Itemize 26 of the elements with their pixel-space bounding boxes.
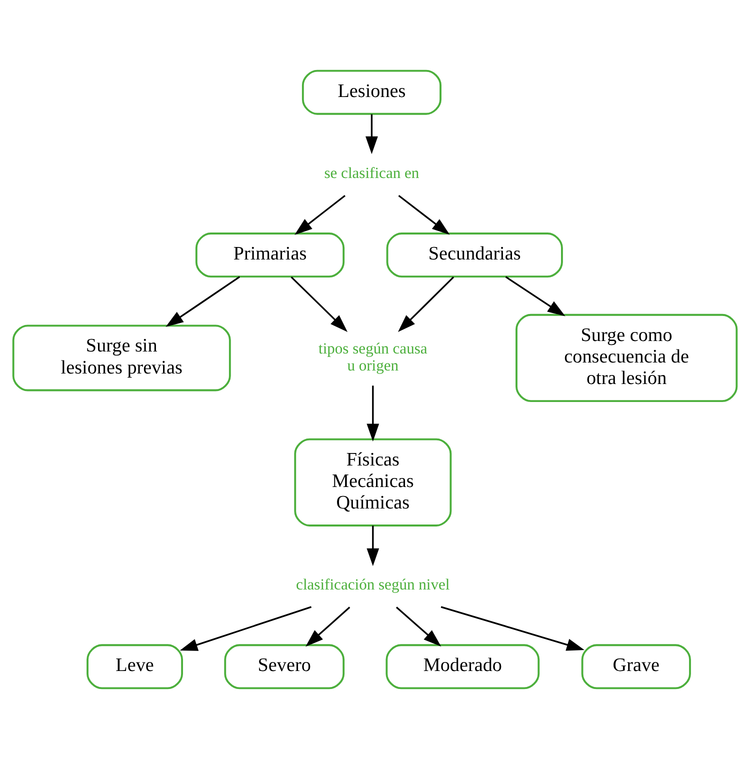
arrow: [505, 276, 566, 316]
node-box: Lesiones: [302, 70, 442, 115]
node-box: Leve: [86, 644, 184, 690]
arrow: [440, 606, 584, 651]
arrow: [398, 276, 454, 332]
node-box: Severo: [224, 644, 345, 690]
arrow: [180, 606, 312, 651]
node-box: Moderado: [386, 644, 540, 690]
arrow: [366, 526, 380, 566]
node-box: Grave: [581, 644, 691, 690]
arrow: [366, 114, 378, 154]
node-box: Surge sin lesiones previas: [12, 324, 231, 392]
arrow: [396, 606, 442, 647]
arrow: [366, 386, 380, 442]
arrow: [398, 194, 450, 235]
node-box: Secundarias: [386, 232, 563, 278]
node-box: Primarias: [195, 232, 345, 278]
node-text: se clasifican en: [324, 164, 420, 182]
arrow: [306, 606, 350, 647]
node-box: Físicas Mecánicas Químicas: [294, 438, 452, 526]
node-text: tipos según causa u origen: [318, 340, 428, 374]
node-box: Surge como consecuencia de otra lesión: [516, 314, 738, 402]
arrow: [290, 276, 348, 332]
arrow: [166, 276, 240, 327]
node-text: clasificación según nivel: [296, 576, 450, 594]
arrow: [294, 194, 346, 235]
